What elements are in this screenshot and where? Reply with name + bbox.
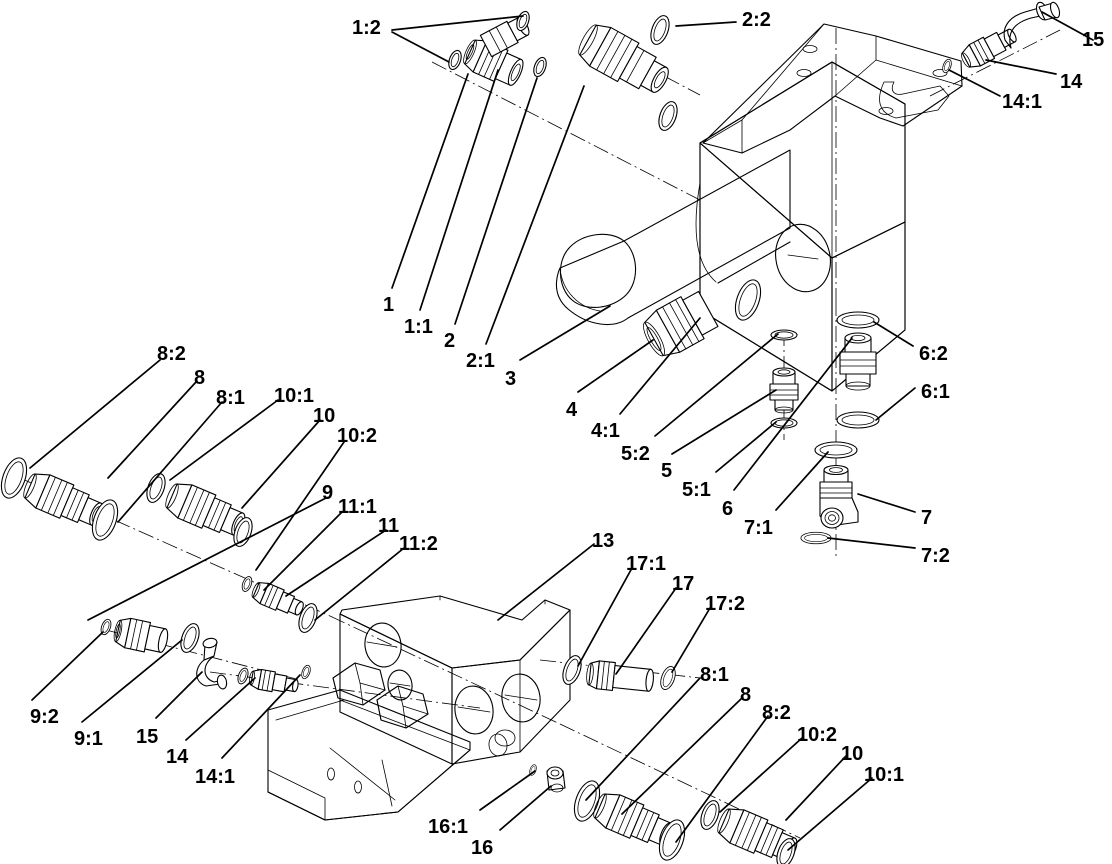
callout-label-10-2: 10:2 bbox=[337, 425, 378, 447]
lower-manifold-block bbox=[267, 595, 571, 821]
callout-label-17: 17 bbox=[672, 573, 695, 595]
callout-label-6: 6 bbox=[722, 498, 734, 520]
callout-label-17-2: 17:2 bbox=[705, 593, 746, 615]
callout-label-1-1: 1:1 bbox=[404, 316, 433, 338]
callout-label-11-1: 11:1 bbox=[338, 496, 377, 518]
callout-label-3: 3 bbox=[505, 368, 517, 390]
valve-5 bbox=[769, 367, 799, 414]
callout-label-2-2: 2:2 bbox=[742, 9, 771, 31]
callout-label-8-1: 8:1 bbox=[216, 387, 245, 409]
lower-bleeder-14-15 bbox=[196, 637, 313, 693]
cylinder-port-fitting bbox=[642, 290, 719, 357]
callout-label-9: 9 bbox=[322, 482, 334, 504]
callout-label-8-2: 8:2 bbox=[157, 343, 186, 365]
callout-label-8-2: 8:2 bbox=[762, 702, 791, 724]
hydraulic-cylinder-assembly bbox=[445, 1, 1061, 545]
lower-left-fitting-row-9 bbox=[98, 617, 204, 656]
callout-label-14-1: 14:1 bbox=[195, 766, 236, 788]
callout-label-5-2: 5:2 bbox=[621, 443, 650, 465]
callout-label-6-2: 6:2 bbox=[919, 343, 948, 365]
callout-label-13: 13 bbox=[592, 530, 615, 552]
callout-label-17-1: 17:1 bbox=[626, 553, 667, 575]
callout-label-10: 10 bbox=[313, 405, 336, 427]
mid-fitting-row-11 bbox=[239, 574, 322, 636]
callout-label-15: 15 bbox=[1082, 29, 1105, 51]
callout-label-4: 4 bbox=[566, 399, 578, 421]
callout-label-11: 11 bbox=[378, 515, 400, 537]
inlet-fitting-2 bbox=[578, 24, 669, 93]
left-fitting-row bbox=[0, 453, 257, 550]
valve-6 bbox=[839, 332, 877, 391]
elbow-fitting-7 bbox=[819, 464, 859, 529]
callout-label-11-2: 11:2 bbox=[399, 533, 438, 555]
callout-label-7-2: 7:2 bbox=[921, 545, 950, 567]
callout-label-2: 2 bbox=[444, 330, 456, 352]
bottom-right-fitting-row bbox=[568, 776, 803, 864]
elbow-15 bbox=[1003, 1, 1061, 49]
callout-label-4-1: 4:1 bbox=[591, 420, 620, 442]
fitting-row-17 bbox=[558, 652, 679, 692]
callout-label-8-1: 8:1 bbox=[700, 664, 729, 686]
callout-label-15: 15 bbox=[136, 726, 159, 748]
callout-label-8: 8 bbox=[740, 684, 752, 706]
callout-label-1: 1 bbox=[383, 294, 395, 316]
callout-label-1-2: 1:2 bbox=[352, 17, 381, 39]
callout-label-7-1: 7:1 bbox=[744, 517, 773, 539]
callout-label-6-1: 6:1 bbox=[921, 381, 950, 403]
cylinder-barrel bbox=[555, 149, 791, 325]
callout-label-2-1: 2:1 bbox=[466, 350, 495, 372]
callout-label-14: 14 bbox=[1060, 71, 1083, 93]
callout-label-8: 8 bbox=[194, 367, 206, 389]
callout-label-5-1: 5:1 bbox=[682, 479, 711, 501]
callout-label-9-2: 9:2 bbox=[30, 706, 59, 728]
callout-label-10-2: 10:2 bbox=[797, 724, 838, 746]
callout-label-7: 7 bbox=[921, 507, 933, 529]
callout-label-10-1: 10:1 bbox=[864, 764, 905, 786]
callout-label-5: 5 bbox=[661, 460, 673, 482]
callout-label-10-1: 10:1 bbox=[274, 385, 315, 407]
screw-16-washer bbox=[527, 763, 566, 793]
assembly-centerlines bbox=[19, 28, 1061, 839]
callout-label-16: 16 bbox=[471, 837, 494, 859]
callout-label-10: 10 bbox=[841, 743, 864, 765]
leader-lines bbox=[29, 11, 1094, 851]
callout-label-9-1: 9:1 bbox=[74, 728, 103, 750]
manifold-block-upper bbox=[699, 61, 906, 392]
mounting-plate-top bbox=[702, 23, 963, 154]
callout-label-14-1: 14:1 bbox=[1002, 91, 1043, 113]
callout-label-16-1: 16:1 bbox=[428, 816, 469, 838]
callout-label-14: 14 bbox=[166, 746, 189, 768]
